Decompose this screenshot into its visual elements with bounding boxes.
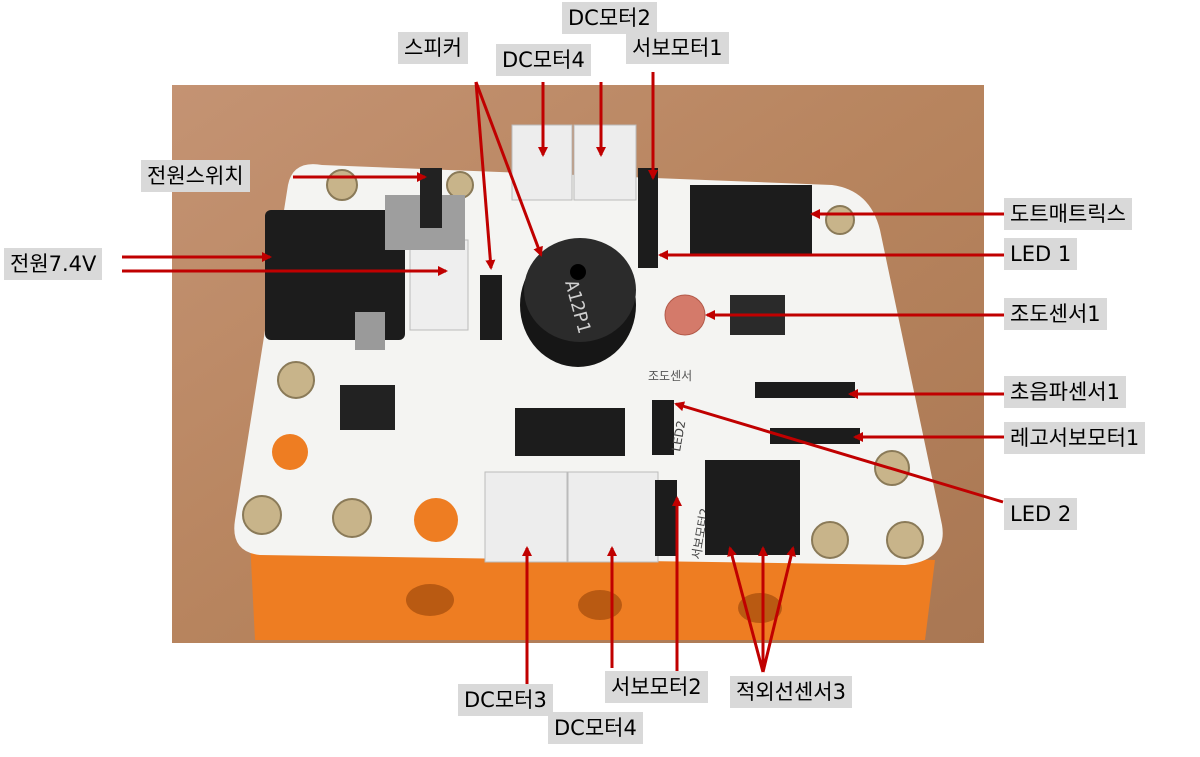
battery-connector xyxy=(409,239,469,331)
switch-lever xyxy=(420,168,442,228)
dot-matrix-socket xyxy=(690,185,812,255)
label-power-7-4v: 전원7.4V xyxy=(4,248,103,280)
arrow-led2 xyxy=(674,401,1004,504)
label-lego-servo-motor1: 레고서보모터1 xyxy=(1004,422,1146,454)
label-servo-motor1: 서보모터1 xyxy=(626,32,729,64)
light-sensor xyxy=(664,294,706,336)
dc-motor2-connector xyxy=(573,124,637,201)
power-jack xyxy=(265,210,405,340)
arrow-ir-sensor-c xyxy=(761,546,796,673)
mount-hole xyxy=(242,495,282,535)
mount-hole xyxy=(326,169,358,201)
mount-hole xyxy=(446,171,474,199)
orange-hole xyxy=(272,434,308,470)
led2-print: LED2 xyxy=(669,419,688,452)
mount-hole xyxy=(277,361,315,399)
led2-header xyxy=(652,400,674,455)
orange-hole xyxy=(414,498,458,542)
ultrasonic-header xyxy=(755,382,855,398)
mounting-holes xyxy=(242,169,924,559)
label-led1: LED 1 xyxy=(1004,238,1078,270)
arrow-speaker-left xyxy=(474,81,543,257)
label-dc-motor4-bottom: DC모터4 xyxy=(548,712,643,744)
power-jack-tab xyxy=(355,312,385,350)
label-dc-motor2: DC모터2 xyxy=(562,2,657,34)
ir-sensor-header xyxy=(705,460,800,555)
mount-hole xyxy=(886,521,924,559)
arrow-speaker-right xyxy=(474,81,496,270)
case-hole xyxy=(406,584,454,616)
label-dc-motor3: DC모터3 xyxy=(458,684,553,716)
mount-hole xyxy=(825,205,855,235)
annotation-arrows xyxy=(122,72,1004,685)
label-servo-motor2: 서보모터2 xyxy=(605,671,708,703)
buzzer-top xyxy=(524,238,636,342)
label-dc-motor4-top: DC모터4 xyxy=(496,44,591,76)
label-speaker: 스피커 xyxy=(398,32,468,64)
label-led2: LED 2 xyxy=(1004,498,1078,530)
mount-hole xyxy=(811,521,849,559)
arrow-ir-sensor-a xyxy=(727,546,765,673)
label-power-switch: 전원스위치 xyxy=(141,160,250,192)
buzzer-hole xyxy=(570,264,586,280)
main-ic xyxy=(515,408,625,456)
servo2-header xyxy=(655,480,677,556)
label-dot-matrix: 도트매트릭스 xyxy=(1004,198,1132,230)
voltage-regulator xyxy=(340,385,395,430)
servo1-header xyxy=(638,168,658,268)
speaker-header xyxy=(480,275,502,340)
label-ultrasonic-sensor1: 초음파센서1 xyxy=(1004,376,1126,408)
mount-hole xyxy=(332,498,372,538)
case-hole xyxy=(578,590,622,620)
label-light-sensor1: 조도센서1 xyxy=(1004,298,1107,330)
light-sensor-print: 조도센서 xyxy=(648,369,692,383)
label-ir-sensor3: 적외선센서3 xyxy=(730,676,852,708)
